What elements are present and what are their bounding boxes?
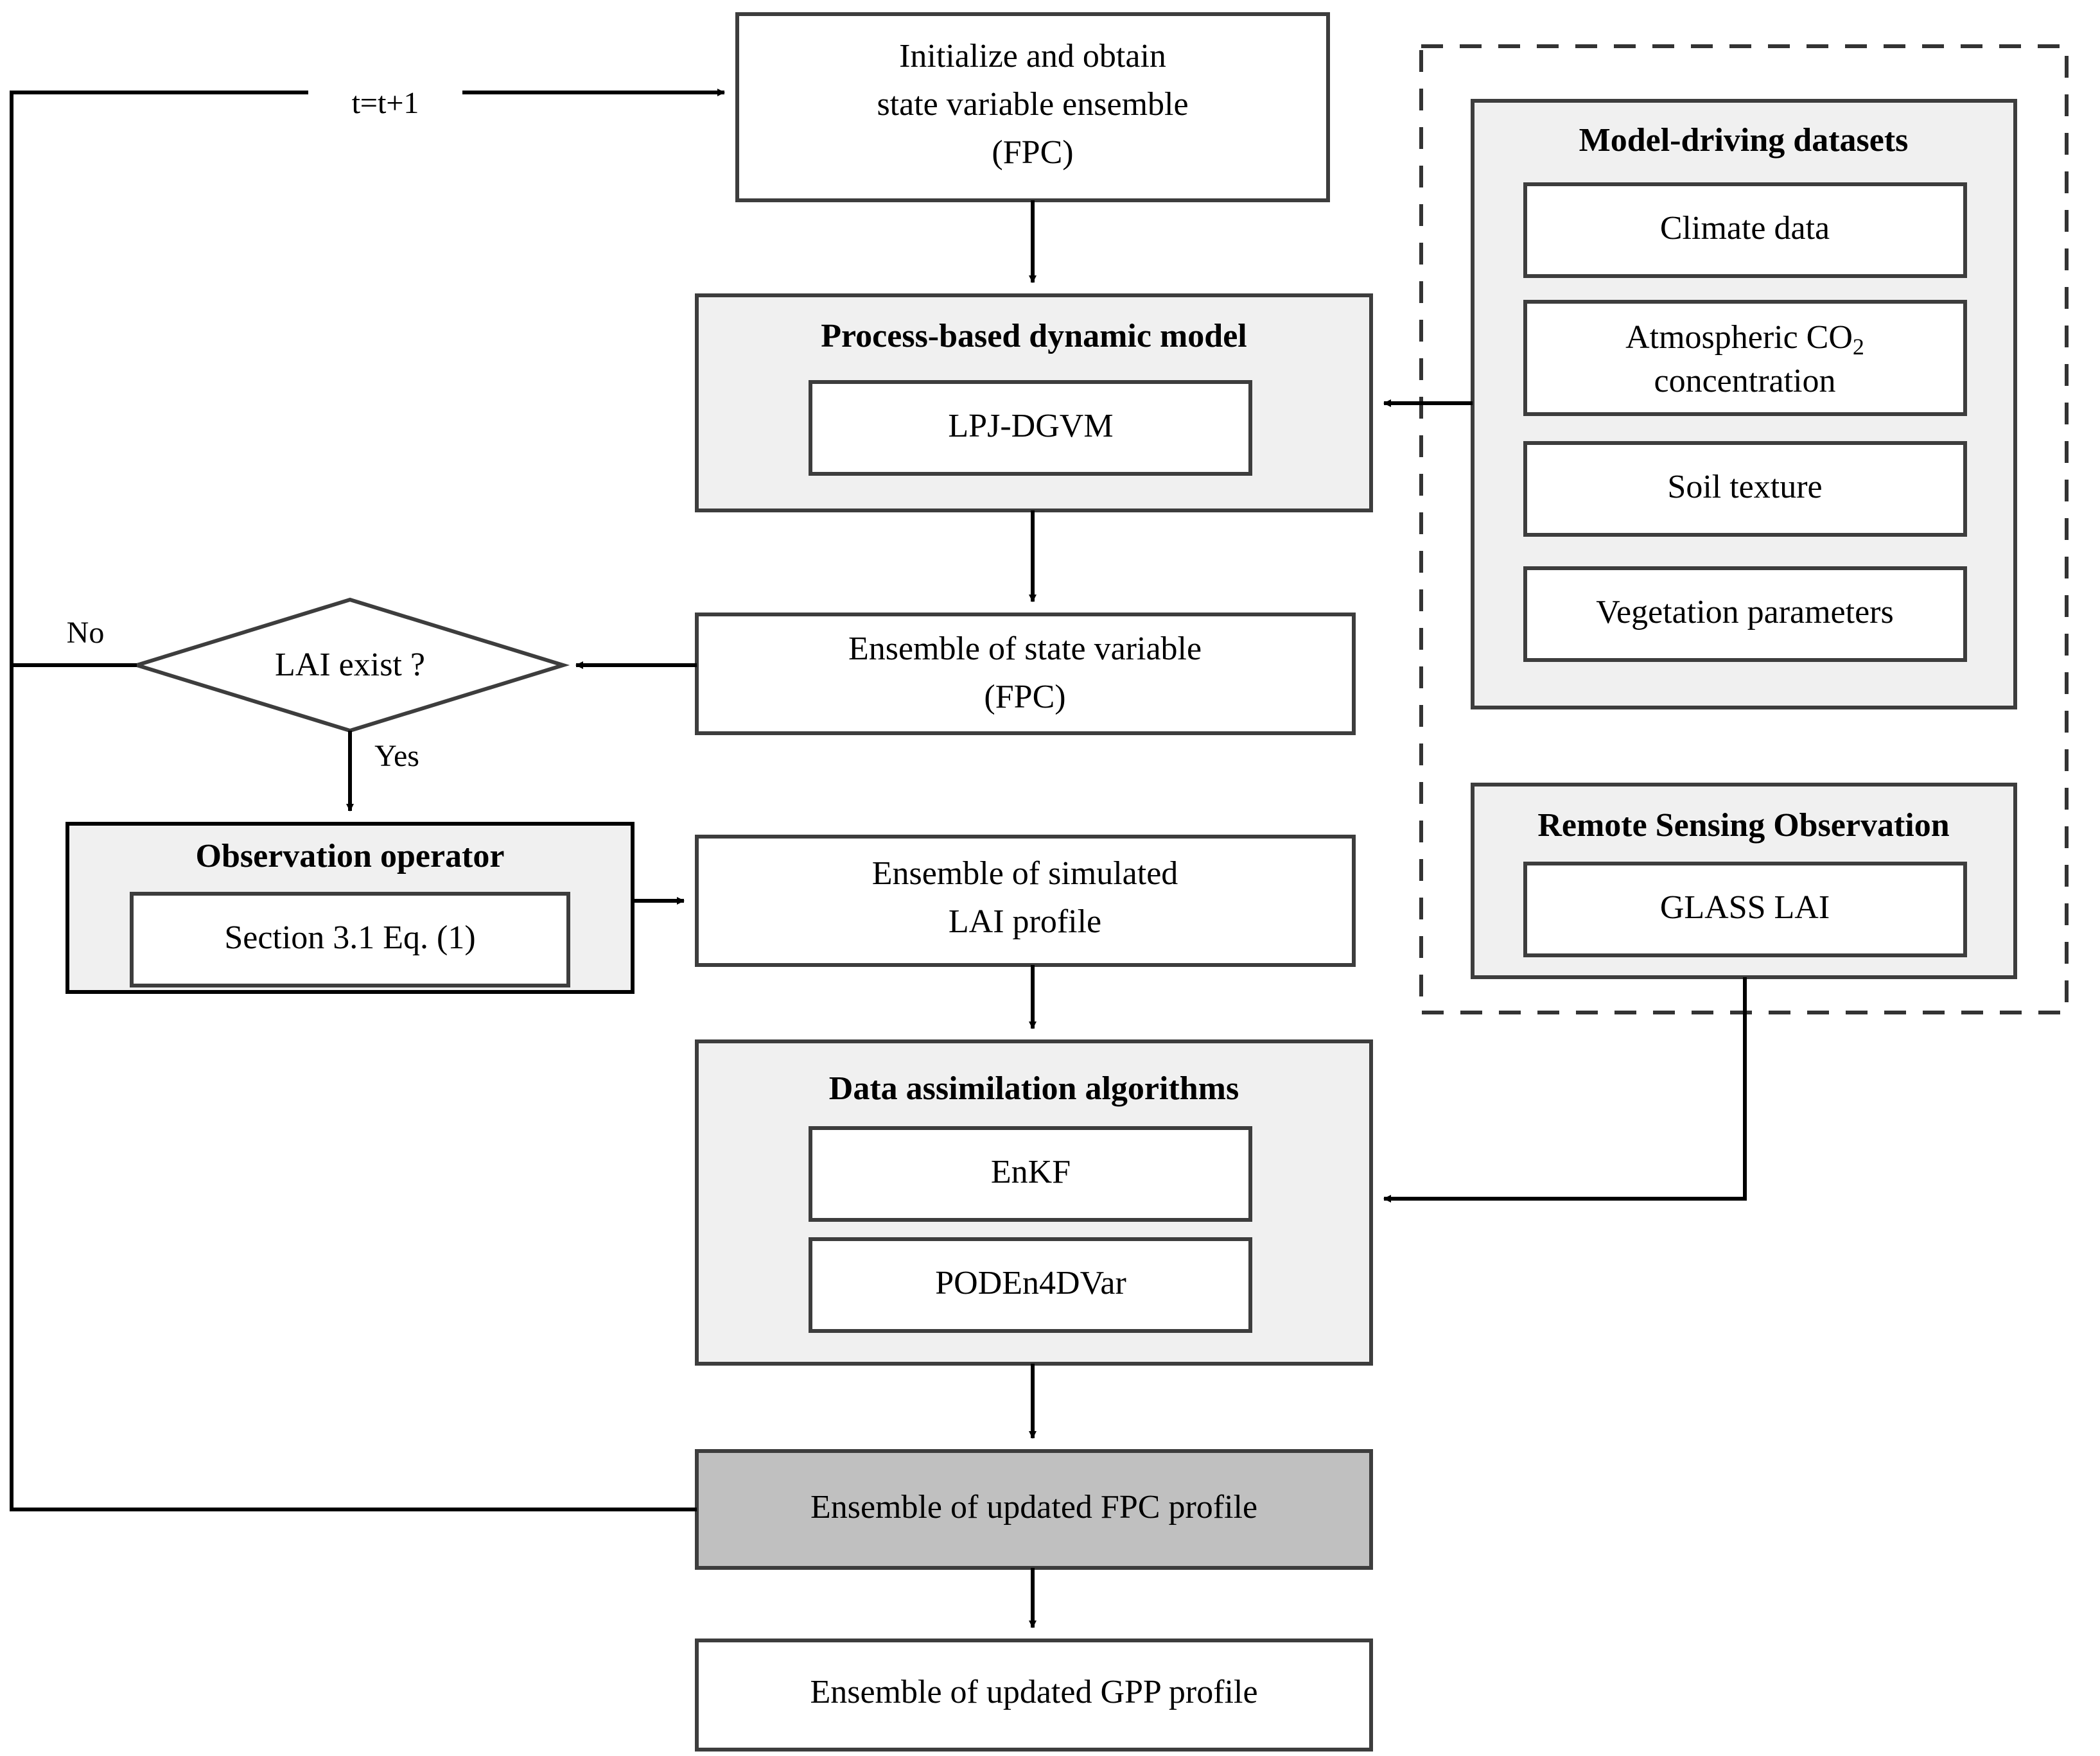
node-poden4dvar[interactable]: PODEn4DVar: [809, 1237, 1252, 1333]
node-lpj-dgvm[interactable]: LPJ-DGVM: [809, 380, 1252, 476]
edge-label-yes: Yes: [374, 739, 419, 773]
node-observation-operator[interactable]: Observation operator Section 3.1 Eq. (1): [66, 822, 634, 994]
remote-sensing-observation-panel[interactable]: Remote Sensing Observation GLASS LAI: [1471, 783, 2017, 979]
soil-texture-box: [1523, 441, 1967, 537]
soil-texture-label: Soil texture: [1667, 469, 1822, 505]
glass-lai-label: GLASS LAI: [1660, 889, 1830, 926]
node-process-based-dynamic-model[interactable]: Process-based dynamic model LPJ-DGVM: [695, 293, 1373, 512]
state-variable-line1: Ensemble of state variable: [848, 630, 1202, 667]
data-assimilation-title: Data assimilation algorithms: [829, 1070, 1239, 1107]
edge-label-t-plus-1-fg: t=t+1: [352, 86, 419, 120]
poden4dvar-label: PODEn4DVar: [935, 1265, 1126, 1301]
node-updated-fpc-profile[interactable]: Ensemble of updated FPC profile: [695, 1449, 1373, 1570]
node-state-variable-ensemble[interactable]: Ensemble of state variable (FPC): [695, 613, 1356, 735]
updated-gpp-box: [695, 1639, 1373, 1752]
initialize-box: [735, 12, 1330, 202]
atmospheric-co2-label-line2: concentration: [1654, 363, 1836, 399]
state-variable-line2: (FPC): [984, 679, 1065, 715]
section-eq-label: Section 3.1 Eq. (1): [224, 919, 475, 956]
enkf-label: EnKF: [991, 1154, 1071, 1190]
model-driving-title: Model-driving datasets: [1579, 122, 1909, 159]
initialize-line3: (FPC): [992, 134, 1073, 171]
vegetation-parameters-box: [1523, 566, 1967, 662]
observation-operator-title: Observation operator: [196, 838, 505, 874]
model-driving-datasets-panel[interactable]: Model-driving datasets Climate data Atmo…: [1471, 99, 2017, 709]
lpj-dgvm-label: LPJ-DGVM: [948, 408, 1113, 444]
dataset-item-atmospheric-co2[interactable]: Atmospheric CO2 concentration: [1523, 300, 1967, 416]
node-initialize[interactable]: Initialize and obtain state variable ens…: [735, 12, 1330, 202]
node-simulated-lai-profile[interactable]: Ensemble of simulated LAI profile: [695, 835, 1356, 967]
poden4dvar-box: [809, 1237, 1252, 1333]
climate-data-label: Climate data: [1660, 210, 1830, 247]
edge-label-no: No: [67, 616, 105, 650]
node-section-eq[interactable]: Section 3.1 Eq. (1): [130, 892, 570, 987]
simulated-lai-line2: LAI profile: [949, 903, 1101, 940]
simulated-lai-box: [695, 835, 1356, 967]
dataset-item-glass-lai[interactable]: GLASS LAI: [1523, 862, 1967, 957]
node-data-assimilation-algorithms[interactable]: Data assimilation algorithms EnKF PODEn4…: [695, 1039, 1373, 1366]
glass-lai-box: [1523, 862, 1967, 957]
initialize-line2: state variable ensemble: [877, 86, 1188, 123]
vegetation-parameters-label: Vegetation parameters: [1596, 594, 1893, 630]
dataset-item-soil-texture[interactable]: Soil texture: [1523, 441, 1967, 537]
lpj-dgvm-box: [809, 380, 1252, 476]
climate-data-box: [1523, 182, 1967, 278]
enkf-box: [809, 1126, 1252, 1222]
dataset-item-vegetation-parameters[interactable]: Vegetation parameters: [1523, 566, 1967, 662]
updated-fpc-box: [695, 1449, 1373, 1570]
node-updated-gpp-profile[interactable]: Ensemble of updated GPP profile: [695, 1639, 1373, 1752]
updated-fpc-label: Ensemble of updated FPC profile: [810, 1489, 1257, 1526]
node-enkf[interactable]: EnKF: [809, 1126, 1252, 1222]
node-decision-lai-exist[interactable]: LAI exist ?: [130, 597, 570, 733]
dataset-item-climate-data[interactable]: Climate data: [1523, 182, 1967, 278]
process-model-title: Process-based dynamic model: [821, 318, 1247, 354]
edge-feedback-loop-t-plus-1: [10, 89, 725, 1511]
edge-glass-lai-to-data-assimilation: [1383, 977, 1747, 1203]
lai-exist-label: LAI exist ?: [275, 647, 425, 683]
initialize-line1: Initialize and obtain: [899, 38, 1166, 74]
remote-sensing-title: Remote Sensing Observation: [1537, 807, 1949, 844]
atmospheric-co2-label-line1: Atmospheric CO2: [1625, 319, 1864, 360]
atmospheric-co2-box: [1523, 300, 1967, 416]
t-plus-1-label-backdrop: [308, 89, 462, 98]
state-variable-box: [695, 613, 1356, 735]
section-eq-box: [130, 892, 570, 987]
updated-gpp-label: Ensemble of updated GPP profile: [810, 1674, 1257, 1710]
simulated-lai-line1: Ensemble of simulated: [872, 855, 1178, 892]
